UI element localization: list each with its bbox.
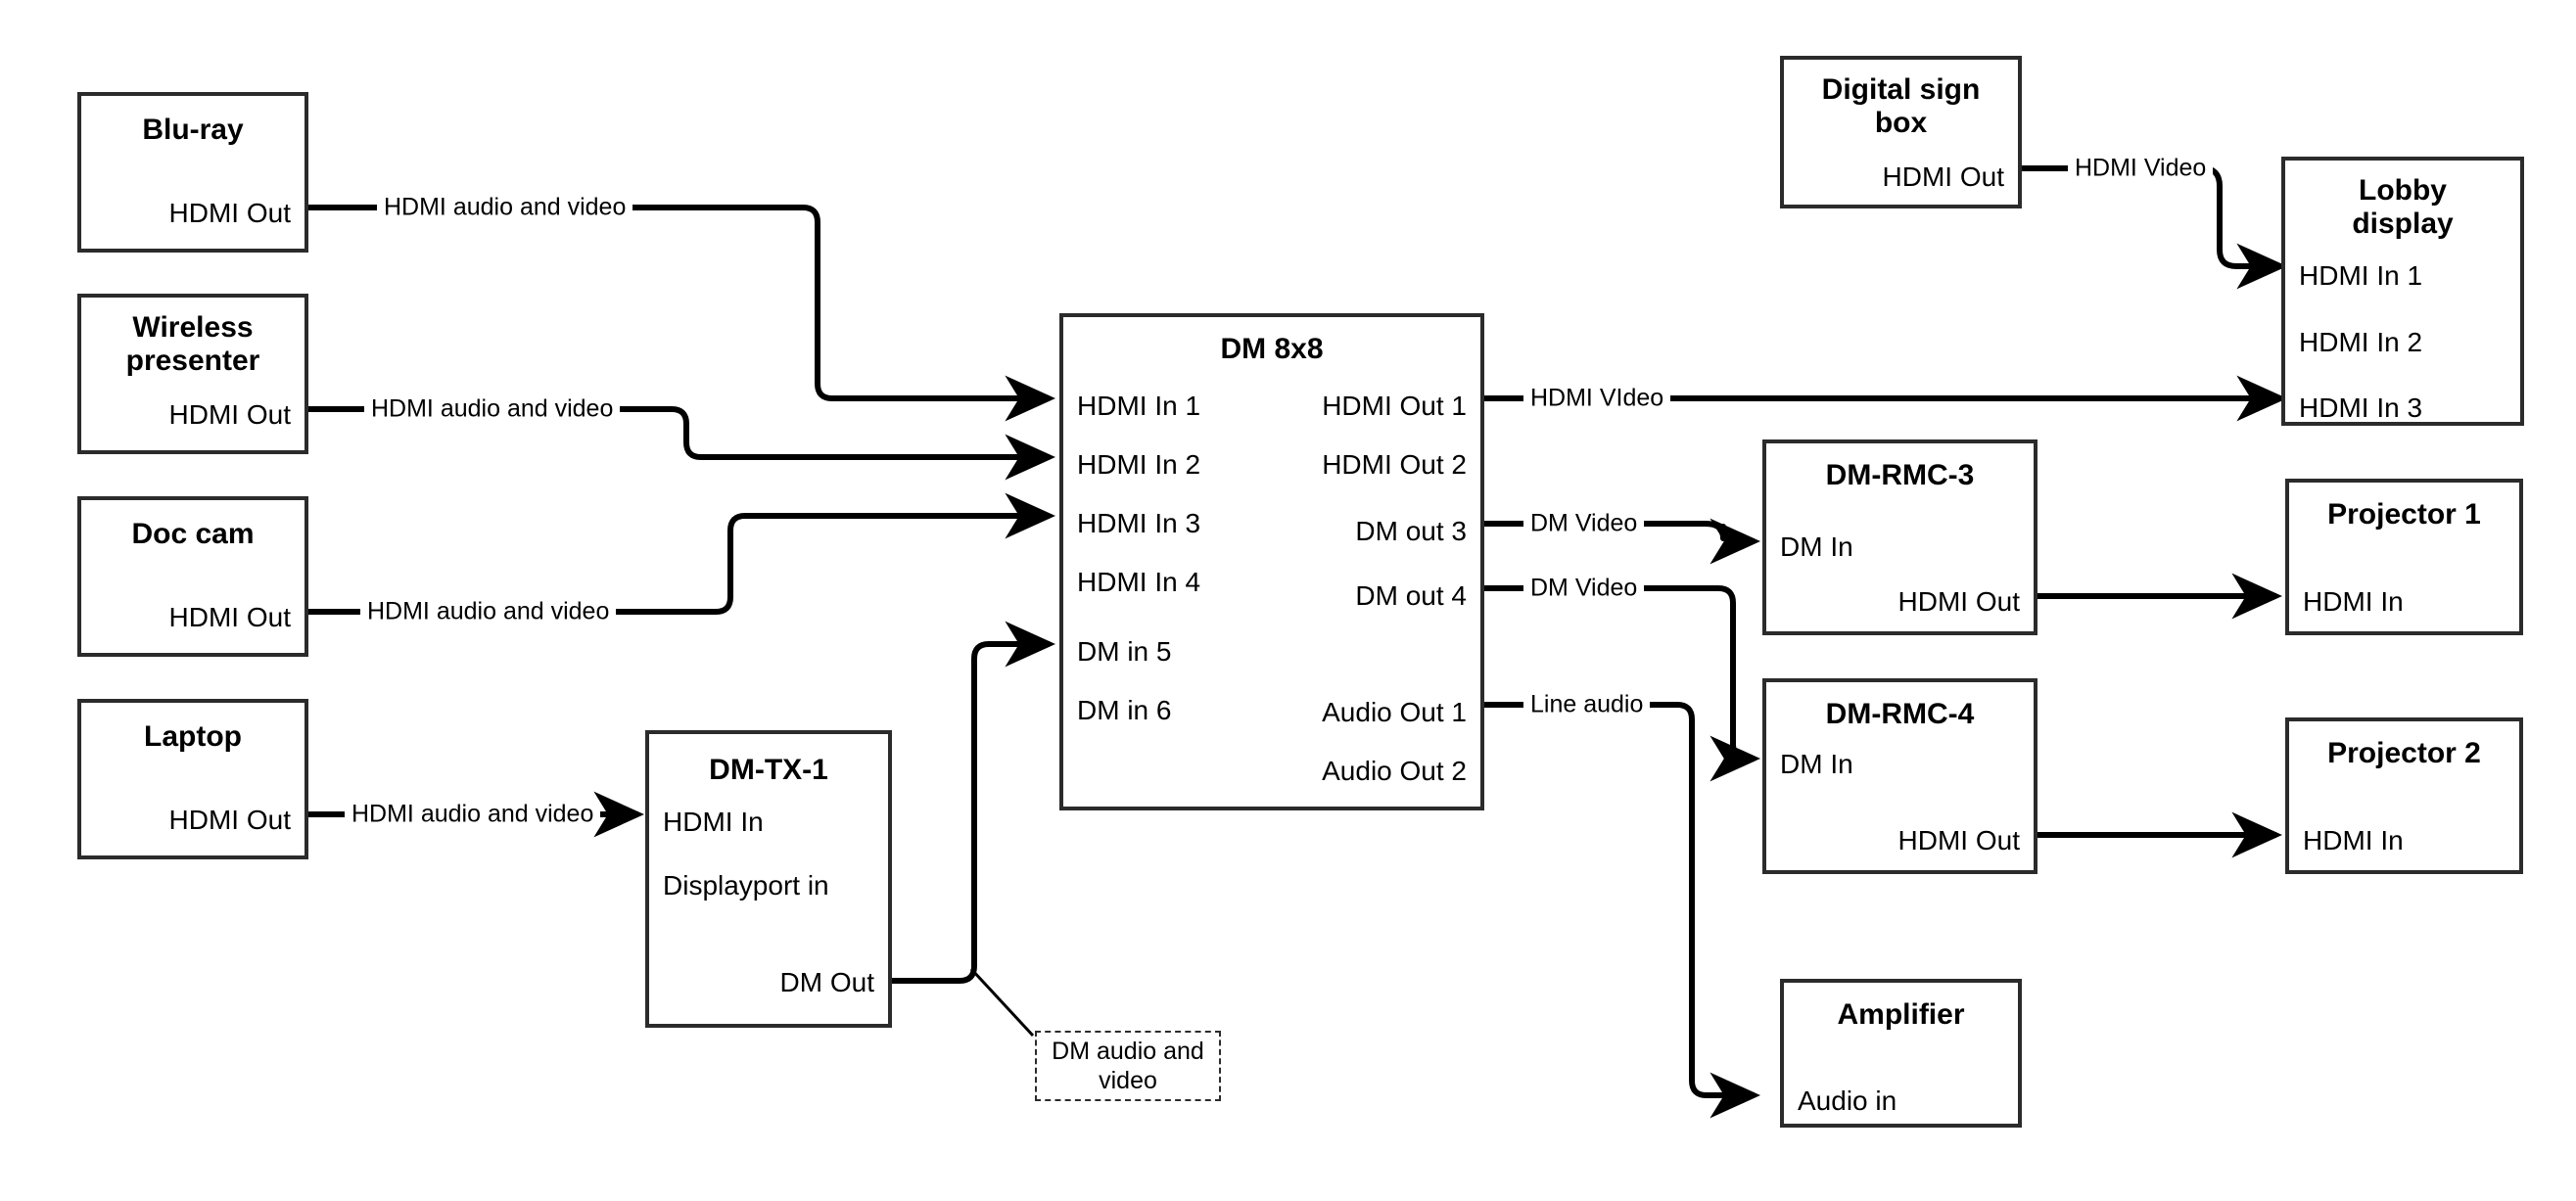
node-wireless-presenter-title: Wireless presenter: [125, 311, 260, 377]
node-projector-1[interactable]: Projector 1 HDMI In: [2285, 479, 2523, 635]
node-dm-rmc-3-title: DM-RMC-3: [1825, 459, 1975, 491]
node-wireless-presenter[interactable]: Wireless presenter HDMI Out: [77, 294, 308, 454]
node-dm-tx-1-port-hdmi-in: HDMI In: [663, 807, 764, 837]
node-dm-rmc-4-port-hdmi-out: HDMI Out: [1897, 825, 2020, 855]
node-dm-8x8[interactable]: DM 8x8 HDMI In 1 HDMI In 2 HDMI In 3 HDM…: [1059, 313, 1484, 810]
node-amplifier[interactable]: Amplifier Audio in: [1780, 979, 2022, 1128]
node-digital-sign-box[interactable]: Digital sign box HDMI Out: [1780, 56, 2022, 208]
edge-label-dm8x8-out3-to-rmc3: DM Video: [1523, 511, 1645, 536]
node-dm-rmc-4-port-dm-in: DM In: [1780, 749, 1853, 779]
node-laptop-port-hdmi-out: HDMI Out: [168, 805, 291, 835]
wire-dmtx1-to-dm8x8: [892, 621, 1056, 984]
wire-dm8x8-audio1-to-amplifier: [1484, 702, 1761, 1119]
wire-dm8x8-out4-to-rmc4: [1484, 585, 1761, 782]
node-dm-8x8-input-hdmi-in-3: HDMI In 3: [1077, 508, 1201, 538]
node-projector-1-port-hdmi-in: HDMI In: [2303, 586, 2404, 617]
node-doc-cam-title: Doc cam: [131, 518, 255, 550]
node-doc-cam[interactable]: Doc cam HDMI Out: [77, 496, 308, 657]
node-amplifier-title: Amplifier: [1837, 998, 1965, 1031]
node-projector-1-title: Projector 1: [2327, 498, 2481, 531]
node-dm-tx-1-port-dm-out: DM Out: [779, 967, 874, 997]
node-doc-cam-port-hdmi-out: HDMI Out: [168, 602, 291, 632]
node-bluray-port-hdmi-out: HDMI Out: [168, 198, 291, 228]
edge-label-wireless-to-dm8x8: HDMI audio and video: [364, 396, 621, 422]
node-laptop[interactable]: Laptop HDMI Out: [77, 699, 308, 859]
edge-label-dm8x8-out1-to-lobby: HDMI VIdeo: [1523, 386, 1671, 411]
node-lobby-display-input-hdmi-in-2: HDMI In 2: [2299, 327, 2423, 357]
node-dm-8x8-output-dm-out-3: DM out 3: [1355, 516, 1467, 546]
node-dm-tx-1-port-displayport-in: Displayport in: [663, 870, 829, 901]
node-bluray-title: Blu-ray: [142, 114, 244, 146]
node-dm-rmc-3-port-dm-in: DM In: [1780, 531, 1853, 562]
node-dm-8x8-output-audio-out-2: Audio Out 2: [1322, 756, 1467, 786]
node-dm-8x8-output-dm-out-4: DM out 4: [1355, 580, 1467, 611]
callout-leader-line: [969, 967, 1035, 1038]
node-dm-8x8-input-hdmi-in-2: HDMI In 2: [1077, 449, 1201, 480]
node-projector-2-port-hdmi-in: HDMI In: [2303, 825, 2404, 855]
node-digital-sign-box-title: Digital sign box: [1821, 73, 1981, 139]
node-laptop-title: Laptop: [144, 720, 242, 753]
node-projector-2-title: Projector 2: [2327, 737, 2481, 769]
node-dm-rmc-4-title: DM-RMC-4: [1825, 698, 1975, 730]
node-wireless-presenter-port-hdmi-out: HDMI Out: [168, 399, 291, 430]
node-bluray[interactable]: Blu-ray HDMI Out: [77, 92, 308, 253]
node-lobby-display-input-hdmi-in-1: HDMI In 1: [2299, 260, 2423, 291]
node-dm-8x8-input-hdmi-in-4: HDMI In 4: [1077, 567, 1201, 597]
node-dm-rmc-4[interactable]: DM-RMC-4 DM In HDMI Out: [1762, 678, 2037, 874]
node-projector-2[interactable]: Projector 2 HDMI In: [2285, 717, 2523, 874]
node-digital-sign-box-port-hdmi-out: HDMI Out: [1882, 162, 2004, 192]
node-dm-8x8-output-hdmi-out-2: HDMI Out 2: [1322, 449, 1467, 480]
node-dm-8x8-input-hdmi-in-1: HDMI In 1: [1077, 391, 1201, 421]
wire-bluray-to-dm8x8: [308, 205, 1056, 422]
node-dm-8x8-input-dm-in-5: DM in 5: [1077, 636, 1172, 667]
node-dm-rmc-3[interactable]: DM-RMC-3 DM In HDMI Out: [1762, 439, 2037, 635]
node-lobby-display[interactable]: Lobby display HDMI In 1 HDMI In 2 HDMI I…: [2281, 157, 2524, 426]
wire-digitalsign-to-lobby: [2022, 165, 2288, 290]
node-dm-tx-1[interactable]: DM-TX-1 HDMI In Displayport in DM Out: [645, 730, 892, 1028]
edge-label-doccam-to-dm8x8: HDMI audio and video: [360, 599, 617, 624]
node-lobby-display-title: Lobby display: [2352, 174, 2454, 240]
node-lobby-display-input-hdmi-in-3: HDMI In 3: [2299, 393, 2423, 423]
node-dm-tx-1-title: DM-TX-1: [709, 754, 828, 786]
node-dm-8x8-output-hdmi-out-1: HDMI Out 1: [1322, 391, 1467, 421]
edge-label-laptop-to-dmtx1: HDMI audio and video: [345, 802, 601, 827]
callout-dm-audio-and-video: DM audio and video: [1035, 1031, 1221, 1101]
node-dm-8x8-input-dm-in-6: DM in 6: [1077, 695, 1172, 725]
node-dm-8x8-title: DM 8x8: [1220, 333, 1324, 365]
edge-label-bluray-to-dm8x8: HDMI audio and video: [377, 195, 633, 220]
edge-label-digitalsign-to-lobby: HDMI Video: [2068, 156, 2214, 181]
edge-label-audioout1-to-amplifier: Line audio: [1523, 692, 1651, 717]
edge-label-dm8x8-out4-to-rmc4: DM Video: [1523, 576, 1645, 601]
node-dm-rmc-3-port-hdmi-out: HDMI Out: [1897, 586, 2020, 617]
node-amplifier-port-audio-in: Audio in: [1798, 1086, 1897, 1116]
node-dm-8x8-output-audio-out-1: Audio Out 1: [1322, 697, 1467, 727]
